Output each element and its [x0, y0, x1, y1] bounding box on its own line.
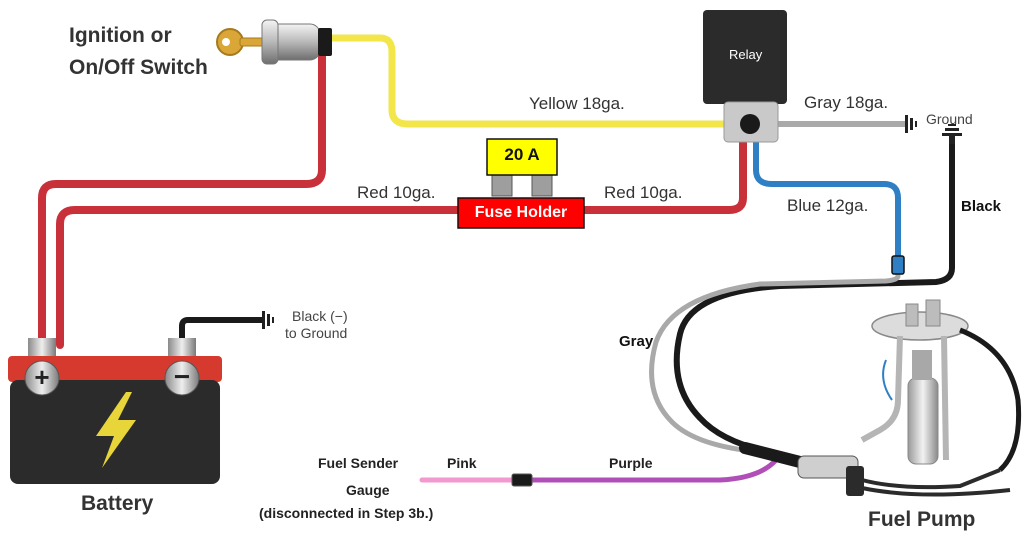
battery: + −	[8, 338, 222, 484]
battery-label: Battery	[81, 492, 154, 515]
fuel-sender-label-line1: Fuel Sender	[318, 455, 399, 471]
fuse-holder-label: Fuse Holder	[474, 204, 568, 221]
ground-symbol-battery	[262, 311, 274, 329]
minus-icon: −	[174, 361, 190, 392]
black-wire-ground	[673, 139, 955, 475]
purple-wire	[527, 457, 779, 483]
blue-wire	[753, 137, 901, 261]
fuel-sender-label-line2: Gauge	[346, 482, 390, 498]
fuse-rating-label: 20 A	[504, 145, 540, 164]
yellow-wire	[326, 34, 729, 128]
pink-wire-label: Pink	[447, 455, 477, 471]
pink-purple-connector	[511, 473, 533, 487]
fuel-sender-label-line3: (disconnected in Step 3b.)	[259, 505, 434, 521]
relay-terminal-icon	[740, 114, 760, 134]
red-wire-right-label: Red 10ga.	[604, 183, 683, 202]
purple-wire-label: Purple	[609, 455, 653, 471]
ignition-label-line1: Ignition or	[69, 24, 172, 47]
relay-label: Relay	[729, 47, 763, 62]
fuel-pump-label: Fuel Pump	[868, 508, 976, 531]
ground-symbol-relay	[905, 115, 917, 133]
gray-wire-label: Gray	[619, 333, 654, 350]
red-wire-left-label: Red 10ga.	[357, 183, 436, 202]
battery-ground-wire	[179, 317, 265, 348]
gray-wire-top-label: Gray 18ga.	[804, 93, 889, 112]
blue-wire-connector	[891, 255, 905, 275]
battery-ground-label-line2: to Ground	[285, 325, 348, 341]
red-wire-switch	[38, 44, 326, 349]
yellow-wire-label: Yellow 18ga.	[529, 94, 625, 113]
ignition-switch	[216, 19, 332, 65]
fuel-pump	[739, 299, 1022, 497]
lightning-bolt-icon	[96, 392, 136, 468]
key-icon	[216, 28, 267, 56]
black-wire-label: Black	[961, 198, 1002, 215]
fuse-rating-box	[486, 138, 558, 176]
red-wire-fuse	[56, 134, 747, 349]
gray-wire-loop	[649, 267, 901, 473]
ground-label: Ground	[926, 111, 973, 127]
ignition-label-line2: On/Off Switch	[69, 56, 208, 79]
battery-ground-label-line1: Black (−)	[292, 308, 348, 324]
plus-icon: +	[34, 362, 49, 392]
fuse-holder-box	[457, 197, 585, 229]
ground-symbol-black	[942, 124, 962, 144]
relay	[703, 10, 787, 143]
fuse	[457, 138, 585, 229]
blue-wire-label: Blue 12ga.	[787, 196, 869, 215]
